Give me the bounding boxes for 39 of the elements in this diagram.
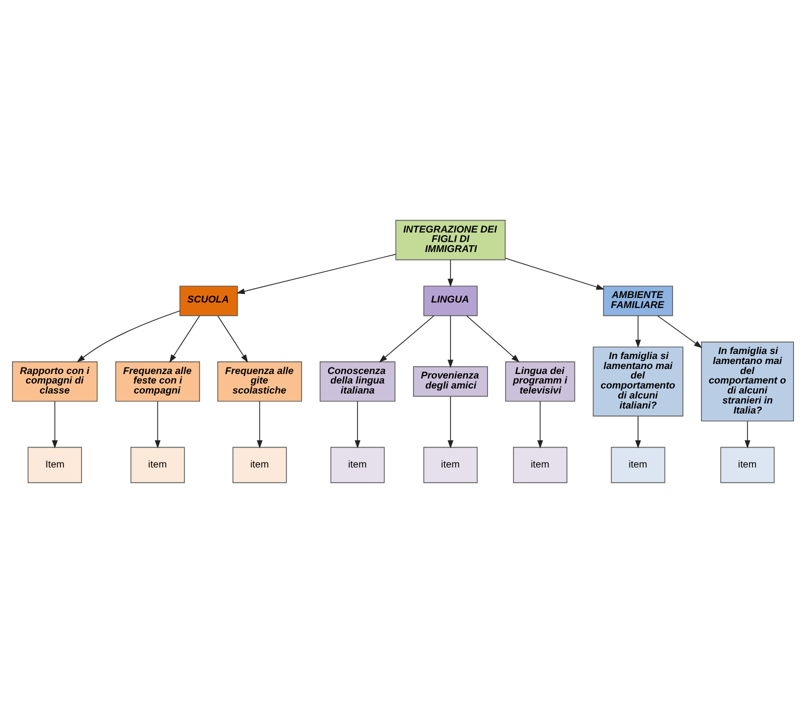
arrow [744,420,750,448]
arrow [354,400,360,448]
node-box: SCUOLA [179,286,238,316]
arrow [448,396,454,449]
arrow [169,315,200,363]
node-box: Item [28,446,82,484]
node-box: item [232,446,287,484]
arrow [154,400,161,448]
arrow [52,400,58,448]
arrow [256,400,263,448]
node-box: item [330,446,385,484]
node-box: item [130,446,185,484]
node-box: item [513,446,568,484]
arrow [236,254,396,294]
node-box: Conoscenza della lingua italiana [320,361,396,402]
node-box: LINGUA [423,286,478,316]
node-box: Frequenza alle feste con i compagni [115,361,200,402]
arrow [635,315,641,348]
node-box: INTEGRAZIONE DEI FIGLI DI IMMIGRATI [395,220,506,260]
arrow [217,315,248,363]
node-box: Provenienza degli amici [413,366,488,397]
arrow [76,310,180,362]
node-box: In famiglia si lamentano mai del comportament o di alcuni stranieri in Italia? [701,342,794,422]
arrow [448,260,454,287]
node-box: Lingua dei programm i televisivi [505,361,576,402]
node-box: In famiglia si lamentano mai del comportamento di alcuni italiani? [592,346,684,416]
node-box: item [610,446,666,484]
arrow [657,315,702,348]
arrow [466,315,520,362]
node-box: Rapporto con i compagni di classe [12,361,98,402]
node-box: Frequenza alle gite scolastiche [217,361,302,402]
arrow [448,315,454,368]
node-box: item [720,446,775,484]
arrow [504,258,605,290]
node-box: item [423,446,478,484]
arrow [379,315,434,362]
node-box: AMBIENTE FAMILIARE [603,286,674,316]
arrow [537,400,544,448]
arrow [635,416,641,449]
